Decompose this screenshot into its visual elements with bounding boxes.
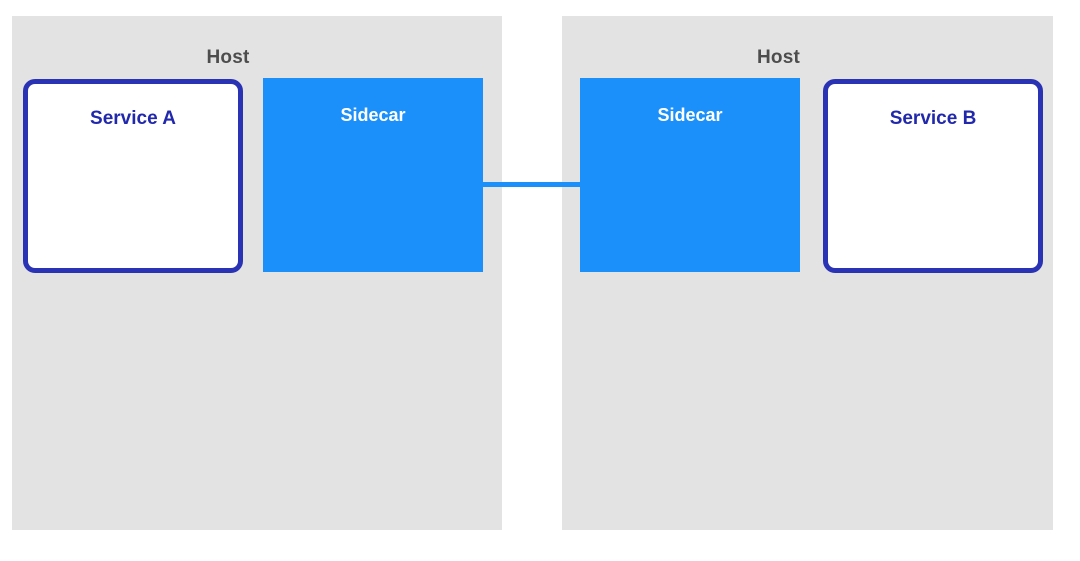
sidecar-label-left: Sidecar <box>340 105 406 125</box>
service-a-box: Service A <box>23 79 243 273</box>
sidecar-box-right: Sidecar <box>580 78 800 272</box>
service-b-label: Service B <box>889 108 977 129</box>
sidecar-label-right: Sidecar <box>657 105 723 125</box>
sidecar-connector-line <box>483 182 581 187</box>
service-a-label: Service A <box>90 108 176 129</box>
service-b-box: Service B <box>823 79 1043 273</box>
host-container-left: Host Service A Sidecar <box>12 16 502 530</box>
host-container-right: Host Sidecar Service B <box>562 16 1053 530</box>
host-label-left: Host <box>206 47 250 68</box>
host-label-right: Host <box>756 47 801 68</box>
sidecar-box-left: Sidecar <box>263 78 483 272</box>
